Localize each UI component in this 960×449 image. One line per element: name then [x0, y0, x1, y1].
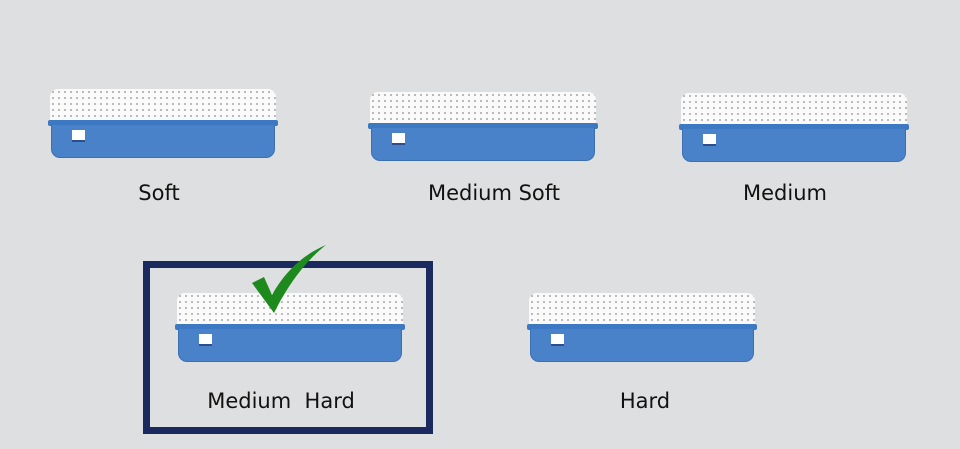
- selected-frame: [143, 261, 433, 434]
- label-soft: Soft: [138, 181, 180, 205]
- label-hard: Hard: [619, 389, 671, 413]
- mattress-hard[interactable]: [527, 293, 757, 363]
- mattress-soft[interactable]: [48, 89, 278, 159]
- label-medium-hard: Medium Hard: [207, 389, 355, 413]
- mattress-medium[interactable]: [679, 93, 909, 163]
- mattress-medium-hard[interactable]: [175, 293, 405, 363]
- checkmark-icon: [252, 245, 326, 313]
- mattress-medium-soft[interactable]: [368, 92, 598, 162]
- label-medium: Medium: [743, 181, 827, 205]
- label-medium-soft: Medium Soft: [427, 181, 561, 205]
